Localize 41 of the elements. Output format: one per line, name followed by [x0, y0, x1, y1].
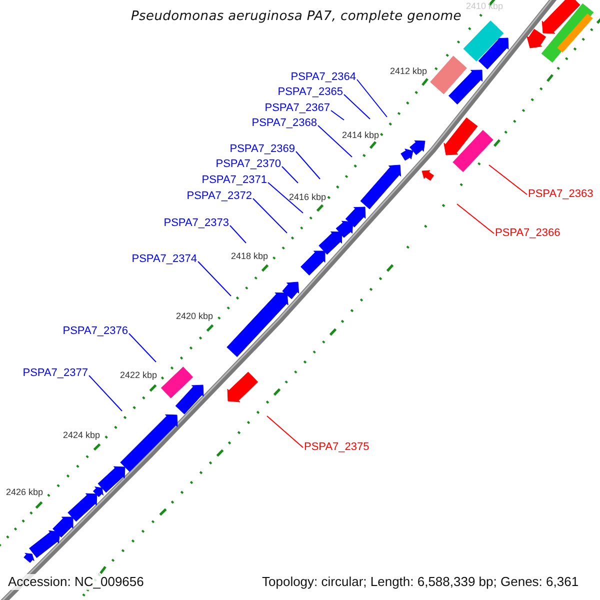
diagram-title: Pseudomonas aeruginosa PA7, complete genome: [131, 9, 462, 24]
gene-label: PSPA7_2373: [164, 217, 229, 230]
position-label: 2422 kbp: [120, 370, 158, 381]
gene-label: PSPA7_2364: [290, 71, 356, 84]
gene-label: PSPA7_2363: [528, 188, 594, 201]
gene-label: PSPA7_2377: [22, 367, 88, 380]
gene-label: PSPA7_2369: [230, 143, 295, 156]
leader-line: [266, 416, 304, 448]
gene-label: PSPA7_2366: [495, 227, 560, 240]
gene-label: PSPA7_2371: [202, 174, 267, 187]
footer-text: Accession: NC_009656: [8, 574, 144, 590]
gene-label: PSPA7_2376: [62, 325, 128, 338]
gene-label: PSPA7_2372: [186, 190, 252, 203]
leader-line: [356, 79, 388, 118]
leader-line: [230, 225, 246, 244]
footer-text: Topology: circular; Length: 6,588,339 bp; Genes: 6,361: [262, 574, 579, 590]
position-label: 2414 kbp: [342, 130, 380, 141]
position-label: 2418 kbp: [231, 251, 268, 262]
position-label: 2420 kbp: [176, 311, 214, 322]
leader-line: [252, 198, 288, 234]
leader-line: [456, 204, 494, 234]
leader-line: [344, 94, 370, 120]
gene-label: PSPA7_2368: [252, 117, 317, 130]
gene-label: PSPA7_2374: [132, 253, 197, 266]
position-label: 2412 kbp: [390, 66, 428, 77]
leader-line: [318, 125, 352, 158]
leader-line: [88, 375, 122, 412]
gene-label: PSPA7_2370: [216, 158, 281, 171]
gene-label: PSPA7_2367: [264, 102, 330, 115]
leader-line: [488, 164, 528, 195]
position-label: 2416 kbp: [289, 192, 326, 203]
leader-line: [268, 182, 304, 214]
position-label: 2424 kbp: [63, 430, 100, 441]
gene-label: PSPA7_2375: [304, 441, 370, 454]
leader-line: [198, 261, 232, 296]
leader-line: [296, 151, 320, 180]
leader-line: [282, 166, 298, 184]
position-label: 2426 kbp: [6, 487, 44, 498]
leader-line: [330, 110, 344, 120]
leader-line: [128, 333, 156, 362]
gene-label: PSPA7_2365: [278, 86, 343, 99]
